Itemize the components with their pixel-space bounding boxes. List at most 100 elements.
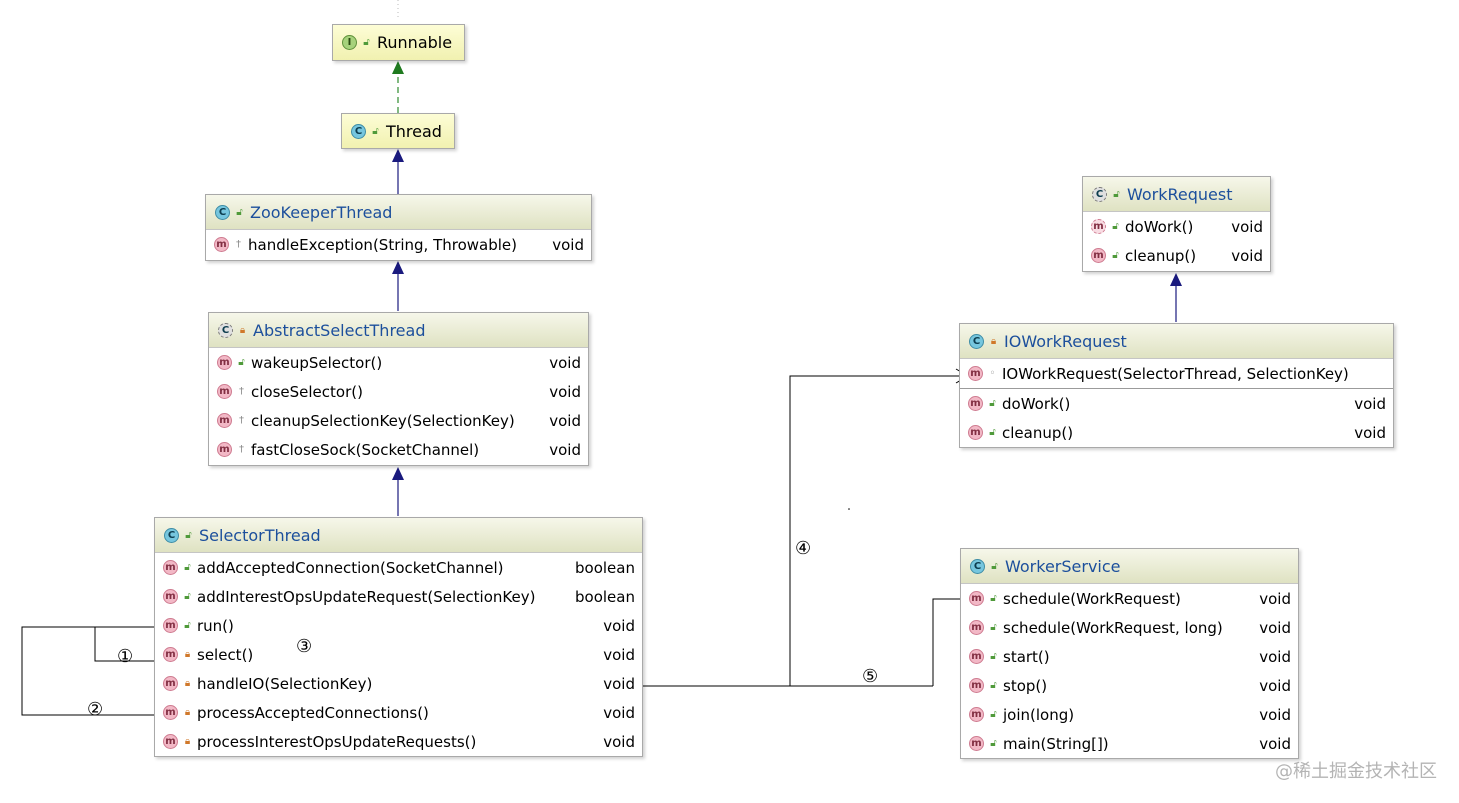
method-icon: m — [217, 413, 232, 428]
extends-arrowhead-thread — [392, 149, 404, 162]
public-visibility-icon: 🔓︎ — [238, 357, 245, 368]
constructor-row[interactable]: m ◦ IOWorkRequest(SelectorThread, Select… — [960, 359, 1393, 388]
class-name: IOWorkRequest — [1004, 331, 1127, 351]
method-return-type: void — [1259, 647, 1291, 666]
class-icon: C — [164, 527, 179, 543]
method-row[interactable]: m 🔓︎ addInterestOpsUpdateRequest(Selecti… — [155, 582, 642, 611]
method-row[interactable]: m 🔓︎ main(String[]) void — [961, 729, 1298, 758]
method-icon: m — [163, 560, 178, 575]
method-return-type: void — [603, 674, 635, 693]
class-thread[interactable]: C 🔓︎ Thread — [341, 113, 455, 149]
public-visibility-icon: 🔓︎ — [990, 680, 997, 691]
method-icon: m — [968, 425, 983, 440]
extends-arrowhead-wr — [1170, 273, 1182, 286]
method-row[interactable]: m 🔓︎ stop() void — [961, 671, 1298, 700]
public-visibility-icon: 🔓︎ — [372, 125, 379, 137]
public-visibility-icon: 🔓︎ — [990, 738, 997, 749]
public-visibility-icon: 🔓︎ — [363, 37, 370, 48]
method-row[interactable]: m 🔓︎ addAcceptedConnection(SocketChannel… — [155, 553, 642, 582]
class-header: C 🔒︎ AbstractSelectThread — [209, 313, 588, 348]
call-label-4: ④ — [795, 538, 812, 559]
class-header: C 🔓︎ Thread — [342, 114, 454, 148]
method-row[interactable]: m † cleanupSelectionKey(SelectionKey) vo… — [209, 406, 588, 435]
public-visibility-icon: 🔓︎ — [184, 591, 191, 602]
method-row[interactable]: m 🔓︎ doWork() void — [960, 389, 1393, 418]
class-header: I 🔓︎ Runnable — [333, 25, 464, 60]
class-header: C 🔒︎ IOWorkRequest — [960, 324, 1393, 359]
private-visibility-icon: 🔒︎ — [990, 335, 997, 347]
method-return-type: void — [1259, 705, 1291, 724]
method-row[interactable]: m † closeSelector() void — [209, 377, 588, 406]
method-return-type: void — [1354, 394, 1386, 413]
method-row[interactable]: m 🔓︎ schedule(WorkRequest, long) void — [961, 613, 1298, 642]
method-return-type: void — [1231, 217, 1263, 236]
public-visibility-icon: 🔓︎ — [1112, 250, 1119, 261]
class-io-work-request[interactable]: C 🔒︎ IOWorkRequest m ◦ IOWorkRequest(Sel… — [959, 323, 1394, 448]
method-signature: cleanup() — [1125, 246, 1197, 265]
method-row[interactable]: m 🔒︎ select() void — [155, 640, 642, 669]
method-return-type: void — [1259, 676, 1291, 695]
method-row[interactable]: m 🔒︎ processInterestOpsUpdateRequests() … — [155, 727, 642, 756]
method-icon: m — [969, 649, 984, 664]
class-icon: C — [969, 333, 984, 349]
method-row[interactable]: m † handleException(String, Throwable) v… — [206, 230, 591, 259]
method-row[interactable]: m 🔓︎ wakeupSelector() void — [209, 348, 588, 377]
call-line-2 — [21, 626, 205, 716]
class-runnable[interactable]: I 🔓︎ Runnable — [332, 24, 465, 61]
class-name: SelectorThread — [199, 525, 321, 545]
method-row[interactable]: m 🔓︎ doWork() void — [1083, 212, 1270, 241]
extends-arrowhead-zk — [392, 261, 404, 274]
method-signature: doWork() — [1125, 217, 1194, 236]
class-worker-service[interactable]: C 🔓︎ WorkerService m 🔓︎ schedule(WorkReq… — [960, 548, 1299, 759]
class-work-request[interactable]: C 🔓︎ WorkRequest m 🔓︎ doWork() void m 🔓︎… — [1082, 176, 1271, 272]
method-signature: addInterestOpsUpdateRequest(SelectionKey… — [197, 587, 536, 606]
private-visibility-icon: 🔒︎ — [239, 324, 246, 336]
class-header: C 🔓︎ WorkerService — [961, 549, 1298, 584]
implements-arrowhead — [392, 61, 404, 74]
method-row[interactable]: m 🔓︎ cleanup() void — [1083, 241, 1270, 270]
method-signature: handleIO(SelectionKey) — [197, 674, 373, 693]
public-visibility-icon: 🔓︎ — [990, 622, 997, 633]
method-icon: m — [969, 620, 984, 635]
method-icon: m — [969, 707, 984, 722]
class-abstract-select-thread[interactable]: C 🔒︎ AbstractSelectThread m 🔓︎ wakeupSel… — [208, 312, 589, 466]
method-row[interactable]: m 🔒︎ processAcceptedConnections() void — [155, 698, 642, 727]
public-visibility-icon: 🔓︎ — [236, 206, 243, 218]
public-visibility-icon: 🔓︎ — [990, 651, 997, 662]
protected-visibility-icon: † — [239, 444, 244, 455]
method-signature: join(long) — [1003, 705, 1075, 724]
constructor-signature: IOWorkRequest(SelectorThread, SelectionK… — [1002, 364, 1349, 383]
method-return-type: void — [1259, 734, 1291, 753]
call-label-3: ③ — [296, 636, 313, 657]
private-visibility-icon: 🔒︎ — [184, 649, 191, 660]
method-row[interactable]: m 🔓︎ cleanup() void — [960, 418, 1393, 447]
method-signature: addAcceptedConnection(SocketChannel) — [197, 558, 504, 577]
method-icon: m — [969, 591, 984, 606]
class-selector-thread[interactable]: C 🔓︎ SelectorThread m 🔓︎ addAcceptedConn… — [154, 517, 643, 757]
class-zookeeper-thread[interactable]: C 🔓︎ ZooKeeperThread m † handleException… — [205, 194, 592, 261]
watermark: @稀土掘金技术社区 — [1275, 761, 1437, 782]
class-name: WorkRequest — [1127, 184, 1233, 204]
method-signature: start() — [1003, 647, 1050, 666]
method-signature: fastCloseSock(SocketChannel) — [251, 440, 480, 459]
class-name: Runnable — [377, 33, 453, 52]
protected-visibility-icon: † — [239, 415, 244, 426]
public-visibility-icon: 🔓︎ — [989, 398, 996, 409]
method-icon: m — [214, 237, 229, 252]
method-row[interactable]: m 🔒︎ handleIO(SelectionKey) void — [155, 669, 642, 698]
method-signature: processAcceptedConnections() — [197, 703, 429, 722]
method-row[interactable]: m 🔓︎ join(long) void — [961, 700, 1298, 729]
method-signature: schedule(WorkRequest, long) — [1003, 618, 1223, 637]
method-icon: m — [163, 676, 178, 691]
method-signature: doWork() — [1002, 394, 1071, 413]
method-row[interactable]: m 🔓︎ start() void — [961, 642, 1298, 671]
call-label-5: ⑤ — [862, 666, 879, 687]
stray-dot — [848, 508, 850, 510]
call-label-1: ① — [117, 646, 134, 667]
method-icon: m — [163, 647, 178, 662]
abstract-class-icon: C — [218, 322, 233, 338]
method-row[interactable]: m 🔓︎ schedule(WorkRequest) void — [961, 584, 1298, 613]
method-row[interactable]: m 🔓︎ run() void — [155, 611, 642, 640]
abstract-method-icon: m — [1091, 219, 1106, 234]
method-row[interactable]: m † fastCloseSock(SocketChannel) void — [209, 435, 588, 464]
